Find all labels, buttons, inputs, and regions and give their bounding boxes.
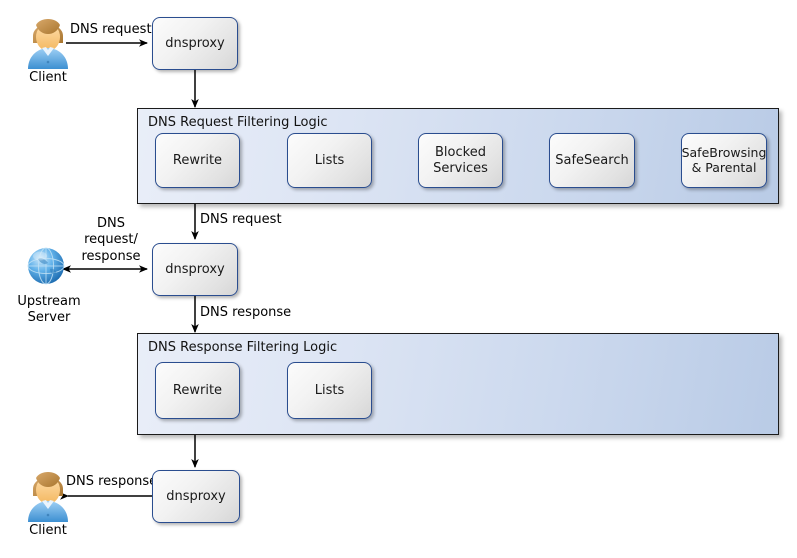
stage-blocked-services[interactable]: Blocked Services [418,133,503,188]
edge-label-proxy-to-response-logic: DNS response [200,305,292,320]
globe-icon [24,242,72,290]
stage-safesearch[interactable]: SafeSearch [549,133,635,188]
edge-label-upstream-exchange: DNS request/ response [81,216,141,264]
user-avatar-icon [22,465,74,523]
stage-lists-response[interactable]: Lists [287,362,372,419]
stage-safebrowsing-parental[interactable]: SafeBrowsing & Parental [681,133,767,188]
client-bottom-label: Client [29,523,67,538]
request-logic-title: DNS Request Filtering Logic [148,115,328,130]
upstream-server-label: Upstream Server [17,294,81,326]
user-avatar-icon [22,12,74,70]
client-top-label: Client [29,70,67,85]
response-logic-title: DNS Response Filtering Logic [148,340,338,355]
stage-rewrite-request[interactable]: Rewrite [155,133,240,188]
dnsproxy-bottom[interactable]: dnsproxy [152,470,240,523]
stage-lists-request[interactable]: Lists [287,133,372,188]
dns-response-filtering-logic: DNS Response Filtering Logic [137,333,779,435]
edge-label-client-to-proxy: DNS request [70,22,152,37]
stage-rewrite-response[interactable]: Rewrite [155,362,240,419]
dnsproxy-top[interactable]: dnsproxy [152,17,238,70]
edge-label-proxy-to-client: DNS response [66,474,158,489]
dnsproxy-middle[interactable]: dnsproxy [152,243,238,296]
edge-label-request-logic-to-proxy: DNS request [200,212,282,227]
